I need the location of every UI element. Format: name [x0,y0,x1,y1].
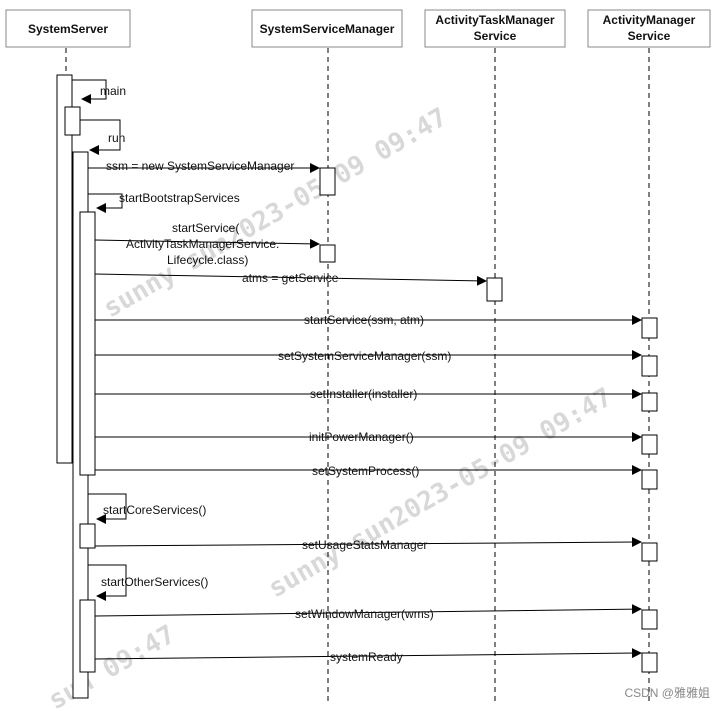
message-label: setSystemServiceManager(ssm) [278,349,451,363]
watermark-text: sunny sun2023-05-09 09:47 [99,102,453,324]
message-label: run [108,131,125,145]
activation-bars [56,74,658,699]
activation-ams-6 [641,542,658,562]
participant-label: Service [474,29,517,43]
activation-ams-1 [641,317,658,339]
activation-core [79,523,96,549]
message-label: ActivityTaskManagerService. [126,237,279,251]
message-label: startOtherServices() [101,575,208,589]
activation-other [79,599,96,673]
message-labels: main run ssm = new SystemServiceManager … [100,84,451,664]
activation-bootstrap [79,211,96,476]
message-label: startBootstrapServices [119,191,240,205]
message-label: setWindowManager(wms) [295,607,434,621]
call-start-service [94,238,320,249]
activation-ams-2 [641,355,658,377]
watermark-text: sun 09:47 [44,620,181,711]
call-arrows [88,163,642,660]
activation-ams-3 [641,392,658,412]
self-call-start-bootstrap [88,193,123,213]
message-label: atms = getService [242,271,339,285]
watermark-text: sunny sun2023-05-09 09:47 [264,382,618,604]
call-system-ready [94,648,642,660]
participant-label: SystemServer [28,22,108,36]
participant-system-server: SystemServer [5,9,131,48]
participant-activity-task-manager-service: ActivityTaskManager Service [424,9,566,48]
participant-label: ActivityManager [603,13,696,27]
participant-label: Service [628,29,671,43]
message-label: setUsageStatsManager [302,538,427,552]
activation-ams-4 [641,434,658,455]
self-call-start-other [88,564,127,601]
message-label: systemReady [330,650,403,664]
activation-ams-8 [641,652,658,673]
message-label: setInstaller(installer) [310,387,417,401]
message-label: startCoreServices() [103,503,206,517]
message-label: main [100,84,126,98]
activation-ssm-startservice [319,244,336,263]
self-call-start-core [88,493,127,524]
credit-text: CSDN @雅雅姐 [624,685,710,700]
participant-label: ActivityTaskManager [435,13,554,27]
message-label: ssm = new SystemServiceManager [106,159,294,173]
self-call-main [72,79,107,104]
activation-main-inner [64,106,81,136]
activation-ssm [319,167,336,196]
call-set-wm [94,604,642,617]
message-label: Lifecycle.class) [167,253,248,267]
message-label: startService( [172,221,239,235]
message-label: setSystemProcess() [312,464,419,478]
call-set-usage [94,537,642,548]
participant-label: SystemServiceManager [260,22,395,36]
activation-main-outer [56,74,73,464]
self-calls [72,79,127,601]
participant-headers: SystemServer SystemServiceManager Activi… [5,9,711,48]
message-label: initPowerManager() [309,430,414,444]
participant-activity-manager-service: ActivityManager Service [587,9,711,48]
activation-ams-5 [641,469,658,490]
activation-ams-7 [641,609,658,630]
participant-system-service-manager: SystemServiceManager [251,9,403,48]
self-call-run [80,119,121,155]
activation-atms [486,277,503,302]
call-atms [94,273,487,286]
message-label: startService(ssm, atm) [304,313,424,327]
